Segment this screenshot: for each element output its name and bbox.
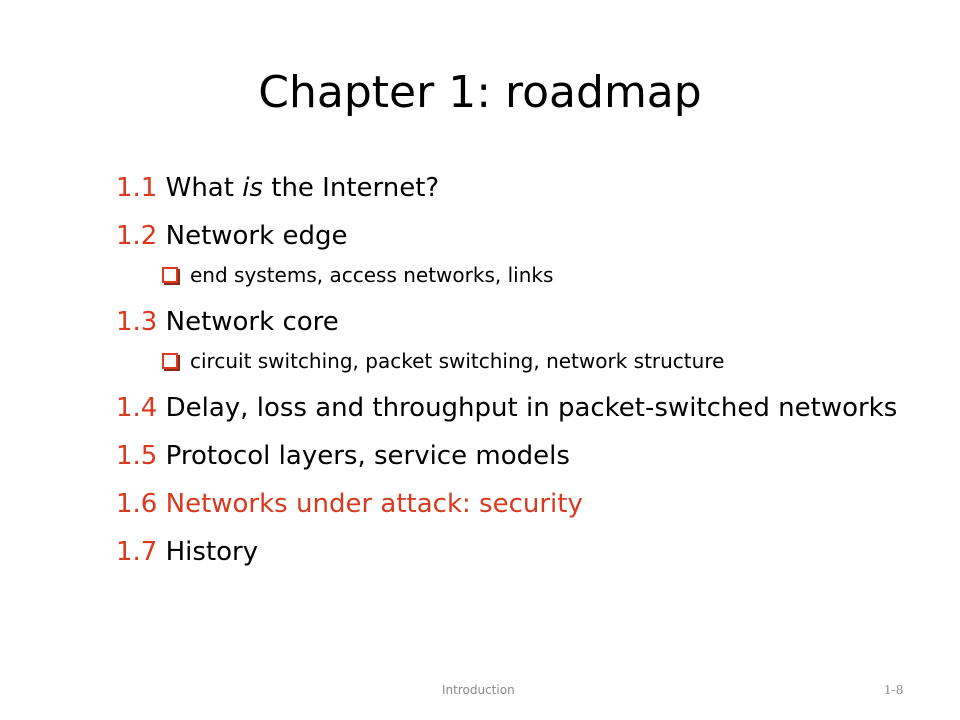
- roadmap-item-1-6: 1.6 Networks under attack: security: [116, 488, 916, 520]
- item-number: 1.7: [116, 537, 158, 567]
- roadmap-subitems-1-2: end systems, access networks, links: [116, 262, 916, 288]
- subitem-text: end systems, access networks, links: [190, 263, 554, 287]
- slide-title: Chapter 1: roadmap: [258, 67, 702, 118]
- subitem: circuit switching, packet switching, net…: [162, 348, 916, 374]
- item-text: Delay, loss and throughput in packet-swi…: [165, 393, 898, 423]
- roadmap-item-1-4: 1.4 Delay, loss and throughput in packet…: [116, 392, 916, 424]
- roadmap-item-1-1: 1.1 What is the Internet?: [116, 172, 916, 204]
- footer-page-number: 1-8: [884, 683, 904, 697]
- sublist: circuit switching, packet switching, net…: [162, 348, 916, 374]
- item-number: 1.5: [116, 441, 158, 471]
- item-text: Protocol layers, service models: [165, 441, 570, 471]
- footer-section-label: Introduction: [442, 683, 515, 697]
- item-text: Network edge: [165, 221, 348, 251]
- item-text-pre: What: [165, 173, 243, 203]
- subitem-text: circuit switching, packet switching, net…: [190, 349, 725, 373]
- item-number: 1.2: [116, 221, 158, 251]
- item-text: Networks under attack: security: [165, 489, 583, 519]
- item-text-post: the Internet?: [262, 173, 440, 203]
- item-text-emphasis: is: [242, 173, 263, 203]
- item-number: 1.1: [116, 173, 158, 203]
- checkbox-bullet-icon: [162, 353, 178, 369]
- roadmap-list: 1.1 What is the Internet? 1.2 Network ed…: [116, 172, 916, 584]
- roadmap-item-1-3: 1.3 Network core: [116, 306, 916, 338]
- item-number: 1.4: [116, 393, 158, 423]
- roadmap-item-1-7: 1.7 History: [116, 536, 916, 568]
- item-text: Network core: [165, 307, 339, 337]
- item-number: 1.6: [116, 489, 158, 519]
- checkbox-bullet-icon: [162, 267, 178, 283]
- item-text: History: [165, 537, 259, 567]
- sublist: end systems, access networks, links: [162, 262, 916, 288]
- subitem: end systems, access networks, links: [162, 262, 916, 288]
- roadmap-item-1-2: 1.2 Network edge: [116, 220, 916, 252]
- roadmap-subitems-1-3: circuit switching, packet switching, net…: [116, 348, 916, 374]
- item-number: 1.3: [116, 307, 158, 337]
- roadmap-item-1-5: 1.5 Protocol layers, service models: [116, 440, 916, 472]
